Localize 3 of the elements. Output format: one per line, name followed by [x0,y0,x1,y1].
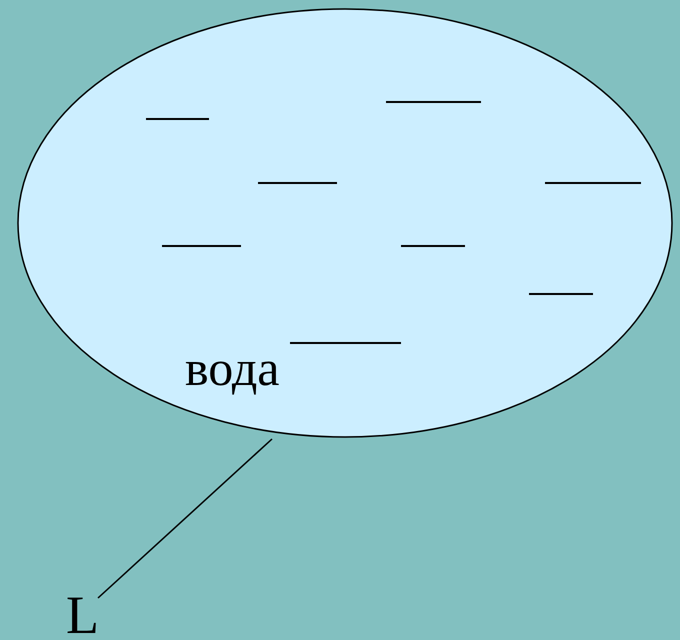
letter-label: L [66,588,99,640]
leader-line [98,438,272,599]
region-label: вода [185,343,280,393]
